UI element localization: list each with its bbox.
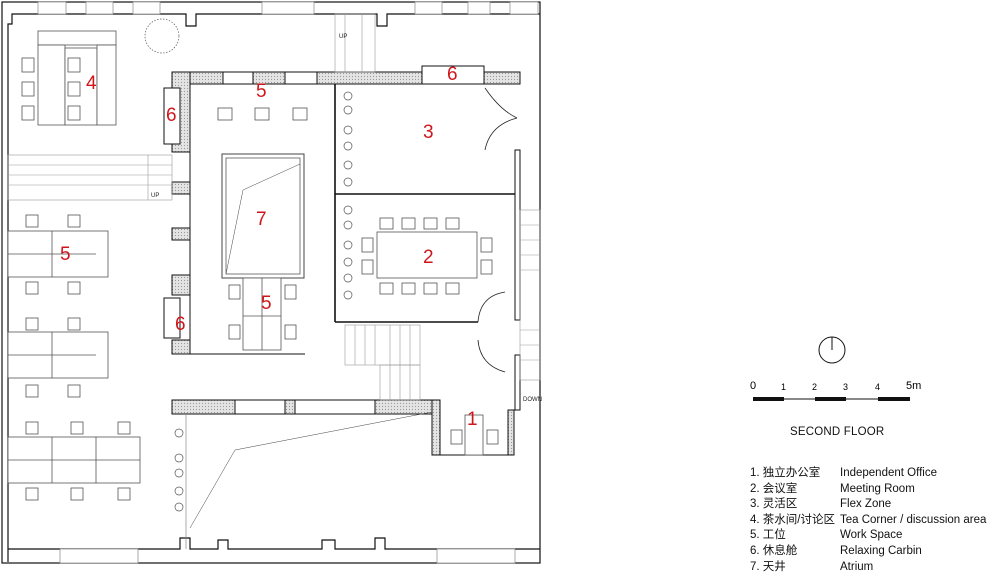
room-label-work-space: 5 xyxy=(256,81,267,102)
legend-en: Flex Zone xyxy=(840,498,892,511)
legend-cn: 1. 独立办公室 xyxy=(750,467,821,479)
legend-cn: 6. 休息舱 xyxy=(750,544,798,557)
inner-wall xyxy=(7,13,540,562)
room-label-atrium: 7 xyxy=(256,209,267,230)
scale-tick: 1 xyxy=(781,382,787,392)
legend-en: Tea Corner / discussion area xyxy=(840,513,987,526)
legend-item: 1. 独立办公室 Independent Office xyxy=(750,466,986,482)
legend-en: Atrium xyxy=(840,560,874,573)
legend-item: 3. 灵活区 Flex Zone xyxy=(750,497,986,513)
north-arrow-icon xyxy=(818,336,846,364)
room-label-work-space: 5 xyxy=(60,244,71,265)
stair-down-label: DOWN xyxy=(523,397,542,403)
room-label-meeting-room: 2 xyxy=(423,247,434,268)
legend-item: 6. 休息舱 Relaxing Carbin xyxy=(750,544,986,560)
scale-tick: 5m xyxy=(906,380,922,392)
scale-tick: 0 xyxy=(750,380,757,392)
legend-cn: 4. 茶水间/讨论区 xyxy=(750,513,835,526)
scale-bar xyxy=(753,397,910,401)
legend-en: Work Space xyxy=(840,529,903,542)
legend-item: 4. 茶水间/讨论区 Tea Corner / discussion area xyxy=(750,513,986,529)
stair-up-label: UP xyxy=(151,193,159,199)
room-label-relaxing-cabin: 6 xyxy=(447,64,458,85)
legend-en: Relaxing Carbin xyxy=(840,544,922,557)
legend-item: 5. 工位 Work Space xyxy=(750,528,986,544)
room-label-tea-corner: 4 xyxy=(86,73,97,94)
floor-title: SECOND FLOOR xyxy=(790,426,885,438)
room-label-relaxing-cabin: 6 xyxy=(166,105,177,126)
room-label-relaxing-cabin: 6 xyxy=(175,314,186,335)
legend-item: 7. 天井 Atrium xyxy=(750,560,986,576)
room-label-work-space: 5 xyxy=(261,293,272,314)
legend-cn: 5. 工位 xyxy=(750,529,786,542)
room-label-flex-zone: 3 xyxy=(423,122,434,143)
legend-cn: 3. 灵活区 xyxy=(750,498,798,511)
legend-en: Independent Office xyxy=(840,467,937,479)
stair-up-label: UP xyxy=(339,34,347,40)
legend-en: Meeting Room xyxy=(840,482,915,495)
scale-tick: 3 xyxy=(843,382,849,392)
legend: 1. 独立办公室 Independent Office 2. 会议室 Meeting… xyxy=(750,466,986,575)
scale-tick: 2 xyxy=(812,382,818,392)
legend-cn: 2. 会议室 xyxy=(750,482,798,495)
legend-item: 2. 会议室 Meeting Room xyxy=(750,482,986,498)
scale-tick: 4 xyxy=(875,382,881,392)
room-label-independent-office: 1 xyxy=(467,409,478,430)
legend-cn: 7. 天井 xyxy=(750,560,786,573)
